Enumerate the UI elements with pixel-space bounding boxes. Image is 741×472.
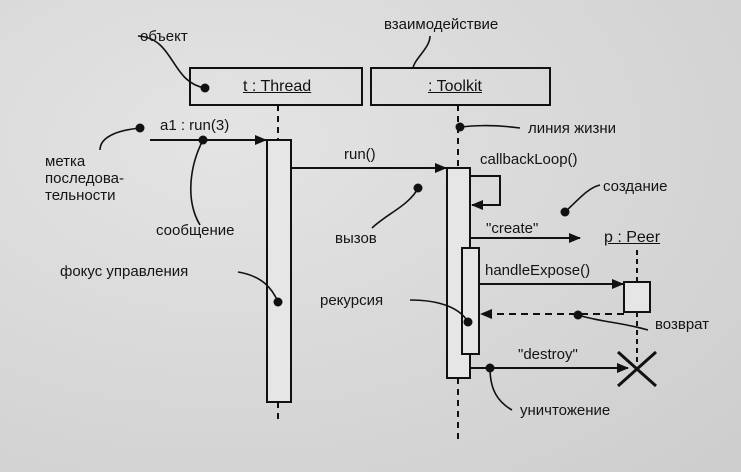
lifeline-annotation: линия жизни — [528, 120, 617, 137]
destruction-annotation: уничтожение — [520, 402, 611, 419]
destroy-x-icon — [616, 350, 658, 388]
callback-arrow — [470, 175, 501, 210]
callback-message-label: callbackLoop() — [480, 151, 578, 168]
call-annotation: вызов — [335, 230, 377, 247]
run3-message-label: a1 : run(3) — [160, 117, 230, 134]
expose-message-label: handleExpose() — [485, 262, 591, 279]
create-message-label: "create" — [486, 220, 539, 237]
peer-object-name: p : Peer — [604, 229, 661, 246]
thread-object-box — [189, 67, 363, 106]
annotation-dots — [135, 83, 583, 373]
peer-activation — [623, 281, 651, 313]
run-message-label: run() — [344, 146, 376, 163]
creation-annotation: создание — [603, 178, 668, 195]
sequence-label-annotation: метка последова- тельности — [45, 153, 124, 204]
annotation-pointers — [99, 35, 649, 411]
recursion-activation — [461, 247, 480, 355]
toolkit-object-name: : Toolkit — [428, 78, 482, 95]
interaction-annotation: взаимодействие — [384, 16, 499, 33]
destroy-message-label: "destroy" — [518, 346, 578, 363]
toolkit-object-box — [370, 67, 551, 106]
message-annotation: сообщение — [156, 222, 235, 239]
return-annotation: возврат — [655, 316, 710, 333]
thread-object-name: t : Thread — [243, 78, 312, 95]
object-annotation: объект — [140, 28, 188, 45]
focus-annotation: фокус управления — [60, 263, 189, 280]
thread-activation — [266, 139, 292, 403]
recursion-annotation: рекурсия — [320, 292, 384, 309]
